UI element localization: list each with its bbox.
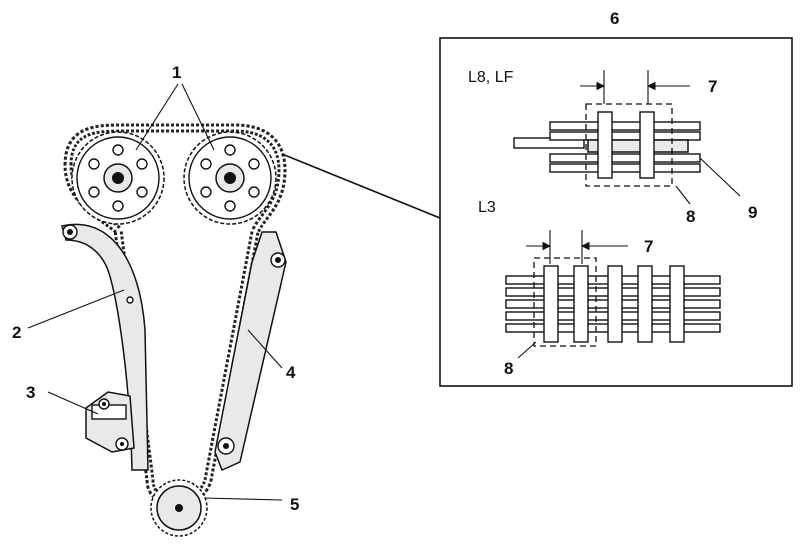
callout-4: 4: [286, 363, 296, 382]
crankshaft-sprocket: [150, 479, 208, 537]
chain-detail-l3: [505, 230, 721, 359]
callout-6: 6: [610, 9, 619, 28]
callout-8-bottom: 8: [504, 359, 513, 378]
callout-3: 3: [26, 383, 35, 402]
callout-9: 9: [748, 203, 757, 222]
camshaft-sprocket-left: [71, 131, 165, 225]
callout-7-bottom: 7: [644, 237, 653, 256]
callout-8-top: 8: [686, 207, 695, 226]
chain-detail-l8-lf: [513, 70, 741, 205]
chain-tensioner: [85, 391, 135, 453]
callout-7-top: 7: [708, 77, 717, 96]
leader-lines: [27, 83, 441, 501]
fixed-guide: [214, 231, 287, 472]
variant-label-l8-lf: L8, LF: [468, 69, 514, 86]
camshaft-sprocket-right: [183, 131, 277, 225]
callout-2: 2: [12, 323, 21, 342]
callout-5: 5: [290, 495, 299, 514]
variant-label-l3: L3: [478, 199, 496, 216]
callout-1: 1: [172, 63, 181, 82]
timing-chain: [63, 123, 287, 507]
